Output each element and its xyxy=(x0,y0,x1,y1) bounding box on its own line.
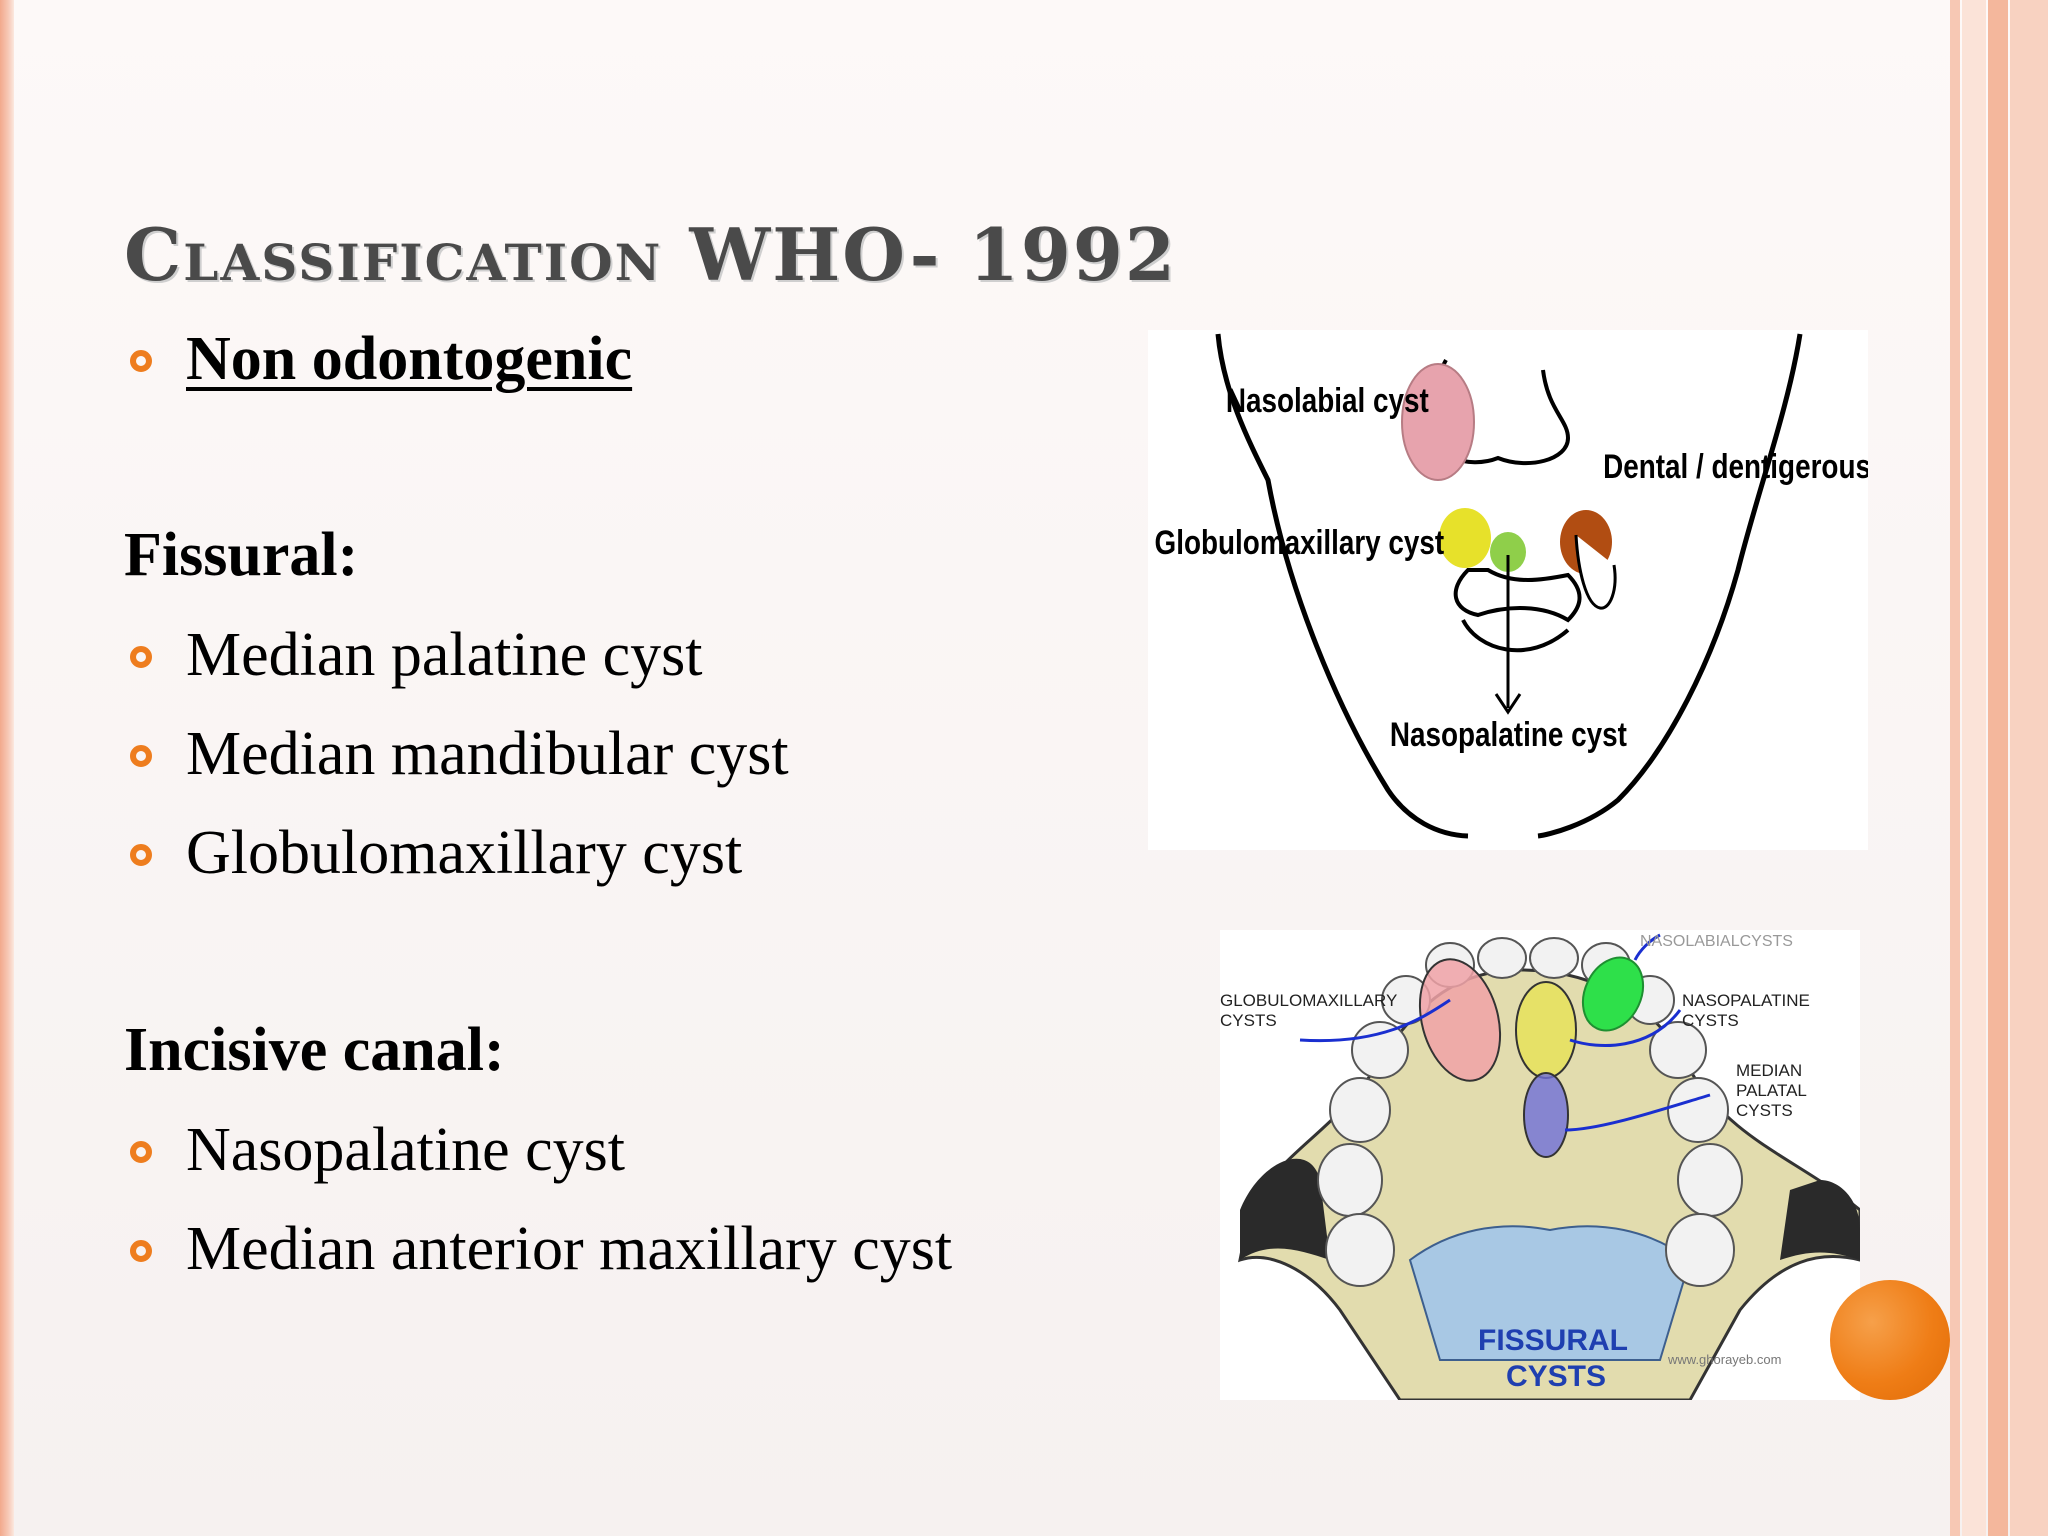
left-wing xyxy=(1240,1158,1330,1260)
bullet-icon xyxy=(130,1240,152,1262)
incisive-heading: Incisive canal: xyxy=(124,1016,505,1084)
mouth-upper xyxy=(1453,568,1582,623)
list-item-text: Nasopalatine cyst xyxy=(186,1116,626,1184)
bullet-icon xyxy=(130,1141,152,1163)
subtitle-text: Non odontogenic xyxy=(186,325,633,393)
tooth-outline xyxy=(1574,534,1617,610)
label-dental: Dental / dentigerous cyst xyxy=(1603,447,1868,485)
mouth-lower xyxy=(1461,619,1570,653)
nasolabial-cyst xyxy=(1581,956,1645,1032)
nasolabial-cyst xyxy=(1401,363,1475,481)
bullet-icon xyxy=(130,350,152,372)
palate-diagram-svg: NASOLABIALCYSTS GLOBULOMAXILLARY CYSTS N… xyxy=(1220,933,1862,1402)
right-wing xyxy=(1780,1180,1860,1260)
label-median-1: MEDIAN xyxy=(1736,1061,1802,1080)
face-diagram-svg: Nasolabial cyst Dental / dentigerous cys… xyxy=(1155,333,1935,839)
fissural-heading: Fissural: xyxy=(124,521,359,589)
list-item-text: Globulomaxillary cyst xyxy=(186,819,743,887)
label-globulomaxillary: Globulomaxillary cyst xyxy=(1155,523,1445,561)
caption-cysts: CYSTS xyxy=(1506,1360,1606,1393)
right-border-stripes xyxy=(1948,0,2048,1536)
list-item-text: Median mandibular cyst xyxy=(186,720,789,788)
accent-circle xyxy=(1830,1280,1950,1400)
median-palatal-cyst xyxy=(1523,1072,1569,1158)
globulomaxillary-cyst xyxy=(1418,958,1502,1082)
list-item-text: Median anterior maxillary cyst xyxy=(186,1215,953,1283)
label-nasopalatine: Nasopalatine cyst xyxy=(1390,715,1627,753)
bullet-icon xyxy=(130,646,152,668)
face-outline-right xyxy=(1537,333,1803,839)
label-nasolabial: NASOLABIALCYSTS xyxy=(1640,933,1793,950)
label-globulomaxillary-2: CYSTS xyxy=(1220,1011,1277,1030)
list-item-text: Median palatine cyst xyxy=(186,621,703,689)
face-cyst-diagram: Nasolabial cyst Dental / dentigerous cys… xyxy=(1148,330,1935,850)
label-globulomaxillary-1: GLOBULOMAXILLARY xyxy=(1220,991,1397,1010)
left-border-stripe xyxy=(0,0,14,1536)
label-nasopalatine-2: CYSTS xyxy=(1682,1011,1739,1030)
label-median-2: PALATAL xyxy=(1736,1081,1807,1100)
label-nasolabial: Nasolabial cyst xyxy=(1226,381,1429,419)
caption-fissural: FISSURAL xyxy=(1478,1324,1628,1357)
globulomaxillary-cyst xyxy=(1439,508,1491,568)
watermark: www.ghorayeb.com xyxy=(1667,1352,1781,1367)
slide-title: Classification WHO- 1992 xyxy=(124,212,1178,297)
label-median-3: CYSTS xyxy=(1736,1101,1793,1120)
bullet-icon xyxy=(130,745,152,767)
label-nasopalatine-1: NASOPALATINE xyxy=(1682,991,1810,1010)
bullet-icon xyxy=(130,844,152,866)
nasopalatine-cyst-marker xyxy=(1490,532,1526,572)
nasopalatine-cyst xyxy=(1515,981,1577,1079)
face-outline xyxy=(1215,333,1469,839)
palate-cyst-diagram: NASOLABIALCYSTS GLOBULOMAXILLARY CYSTS N… xyxy=(1220,930,1862,1402)
